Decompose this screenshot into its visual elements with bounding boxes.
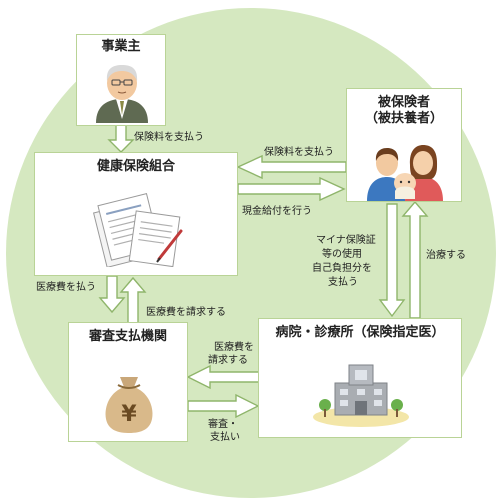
label-mynumber-line1: マイナ保険証 [316,235,376,246]
label-request-medical-fee: 医療費を請求する [146,307,226,318]
family-icon [367,145,443,201]
association-title: 健康保険組合 [96,159,175,174]
label-mynumber-line2: 等の使用 [322,249,362,260]
hospital-title: 病院・診療所（保険指定医） [275,325,445,340]
hospital-building-icon [313,364,409,427]
documents-pen-icon [92,193,183,267]
svg-text:¥: ¥ [121,402,137,427]
arrow-review-to-association [119,276,147,325]
arrow-hospital-to-review [186,364,261,390]
label-pays-medical-fee: 医療費を払う [36,282,96,293]
review-agency-box: 審査支払機関 ¥ [68,322,188,442]
label-employer-pays-premium: 保険料を支払う [134,132,204,143]
label-review-pay-line1: 審査・ [208,419,238,430]
arrow-insured-to-association [236,154,347,180]
arrow-association-to-review [98,275,126,314]
arrow-insured-to-hospital [378,203,406,318]
label-mynumber-line4: 支払う [328,277,358,288]
arrow-review-to-hospital [187,393,260,419]
insured-box: 被保険者 （被扶養者） [346,88,462,202]
hospital-box: 病院・診療所（保険指定医） [258,318,462,438]
employer-title: 事業主 [101,39,141,54]
label-mynumber-line3: 自己負担分を [312,263,372,274]
review-agency-title: 審査支払機関 [88,329,167,344]
label-hospital-request-line1: 医療費を [214,342,254,353]
arrow-hospital-to-insured [401,200,429,319]
elderly-businessman-icon [96,65,148,123]
insured-title-line1: 被保険者 [377,95,430,110]
arrow-employer-to-association [107,121,135,153]
label-treatment: 治療する [426,250,466,261]
yen-money-bag-icon: ¥ [105,377,153,433]
employer-box: 事業主 [76,34,166,126]
association-box: 健康保険組合 [34,152,238,276]
arrow-association-to-insured [237,176,346,202]
label-review-pay-line2: 支払い [210,432,240,443]
insured-title-line2: （被扶養者） [364,111,443,126]
label-cash-benefit: 現金給付を行う [242,206,312,217]
label-insured-pays-premium: 保険料を支払う [264,147,334,158]
label-hospital-request-line2: 請求する [208,355,248,366]
